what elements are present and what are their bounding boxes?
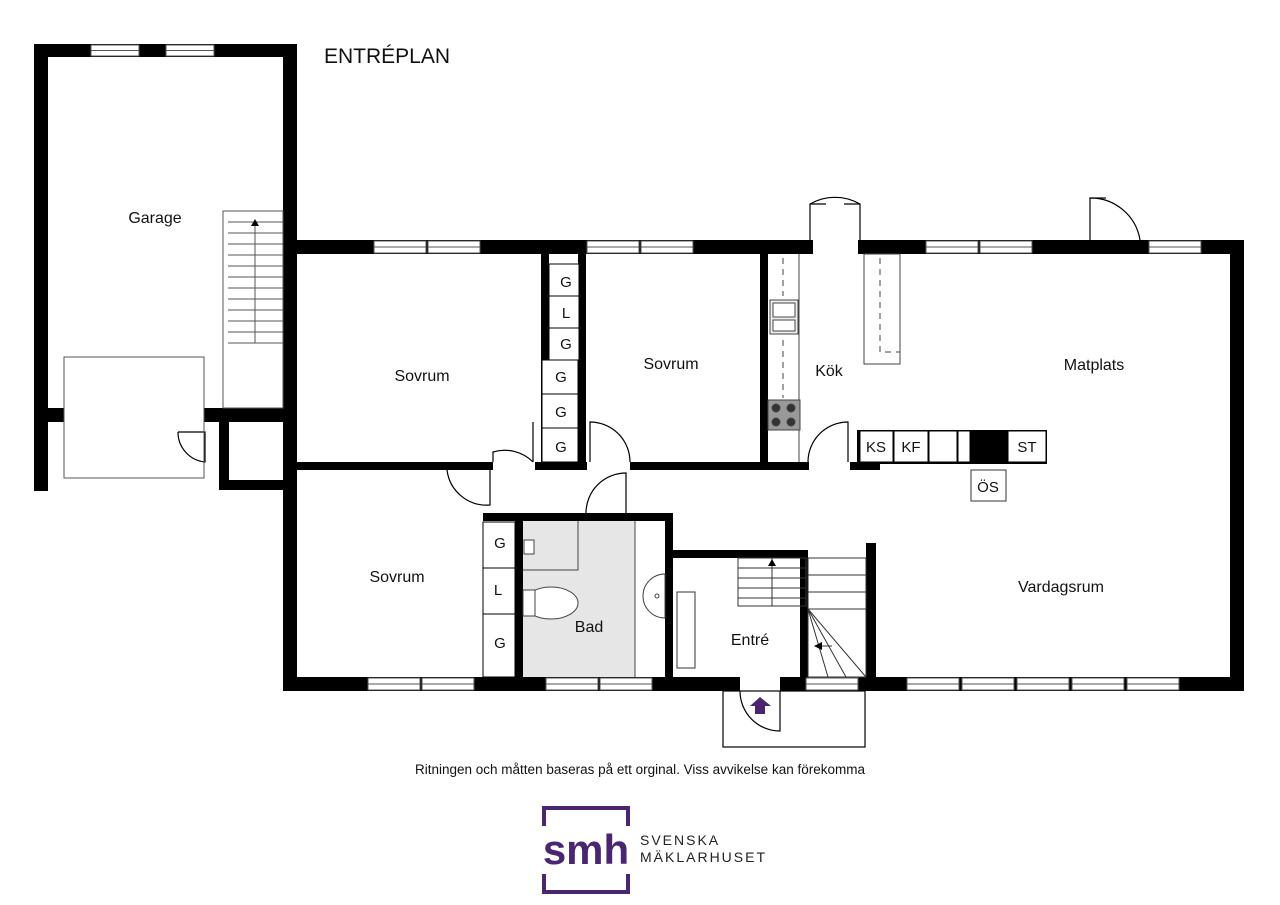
closets [482, 263, 580, 678]
doors [177, 196, 1141, 748]
logo-gap [538, 826, 634, 874]
room-label-vardagsrum: Vardagsrum [1018, 579, 1104, 596]
plan-title: ENTRÉPLAN [324, 45, 450, 68]
room-label-kok: Kök [815, 363, 844, 380]
closet-label: L [562, 305, 570, 322]
radiator [676, 591, 696, 669]
logo-mark: smh [543, 826, 629, 873]
room-label-bad: Bad [575, 619, 603, 636]
appliance-ks: KS [866, 439, 886, 456]
closet-label: G [494, 635, 506, 652]
closet-label: L [494, 582, 502, 599]
disclaimer-text: Ritningen och måtten baseras på ett orgi… [415, 762, 865, 777]
closet-label: G [494, 535, 506, 552]
entrance-arrow-icon [750, 697, 771, 714]
room-label-garage: Garage [128, 210, 181, 227]
room-label-sovrum: Sovrum [394, 368, 449, 385]
closet-label: G [555, 369, 567, 386]
garage-stairs [63, 210, 284, 479]
windows [90, 44, 1202, 691]
closet-label: G [555, 439, 567, 456]
room-label-sovrum: Sovrum [643, 356, 698, 373]
closet-label: G [560, 274, 572, 291]
smh-logo: smh SVENSKA MÄKLARHUSET [538, 806, 767, 894]
closet-label: G [560, 336, 572, 353]
interior-walls [297, 254, 880, 691]
room-labels: Garage Sovrum Sovrum Sovrum Kök Matplats… [128, 210, 1124, 649]
appliance-row: KS KF ST ÖS [857, 430, 1047, 502]
appliance-kf: KF [901, 439, 920, 456]
kitchen-counter [767, 253, 901, 462]
logo-line-2: MÄKLARHUSET [640, 849, 767, 865]
entre-stairs [737, 557, 867, 678]
closet-labels: G L G G G G G L G [494, 274, 572, 652]
room-label-entre: Entré [731, 632, 769, 649]
room-label-matplats: Matplats [1064, 357, 1124, 374]
room-label-sovrum: Sovrum [369, 569, 424, 586]
appliance-st: ST [1017, 439, 1036, 456]
logo-line-1: SVENSKA [640, 832, 720, 848]
closet-label: G [555, 404, 567, 421]
appliance-os: ÖS [977, 478, 999, 496]
bathroom-fixtures [522, 521, 666, 677]
